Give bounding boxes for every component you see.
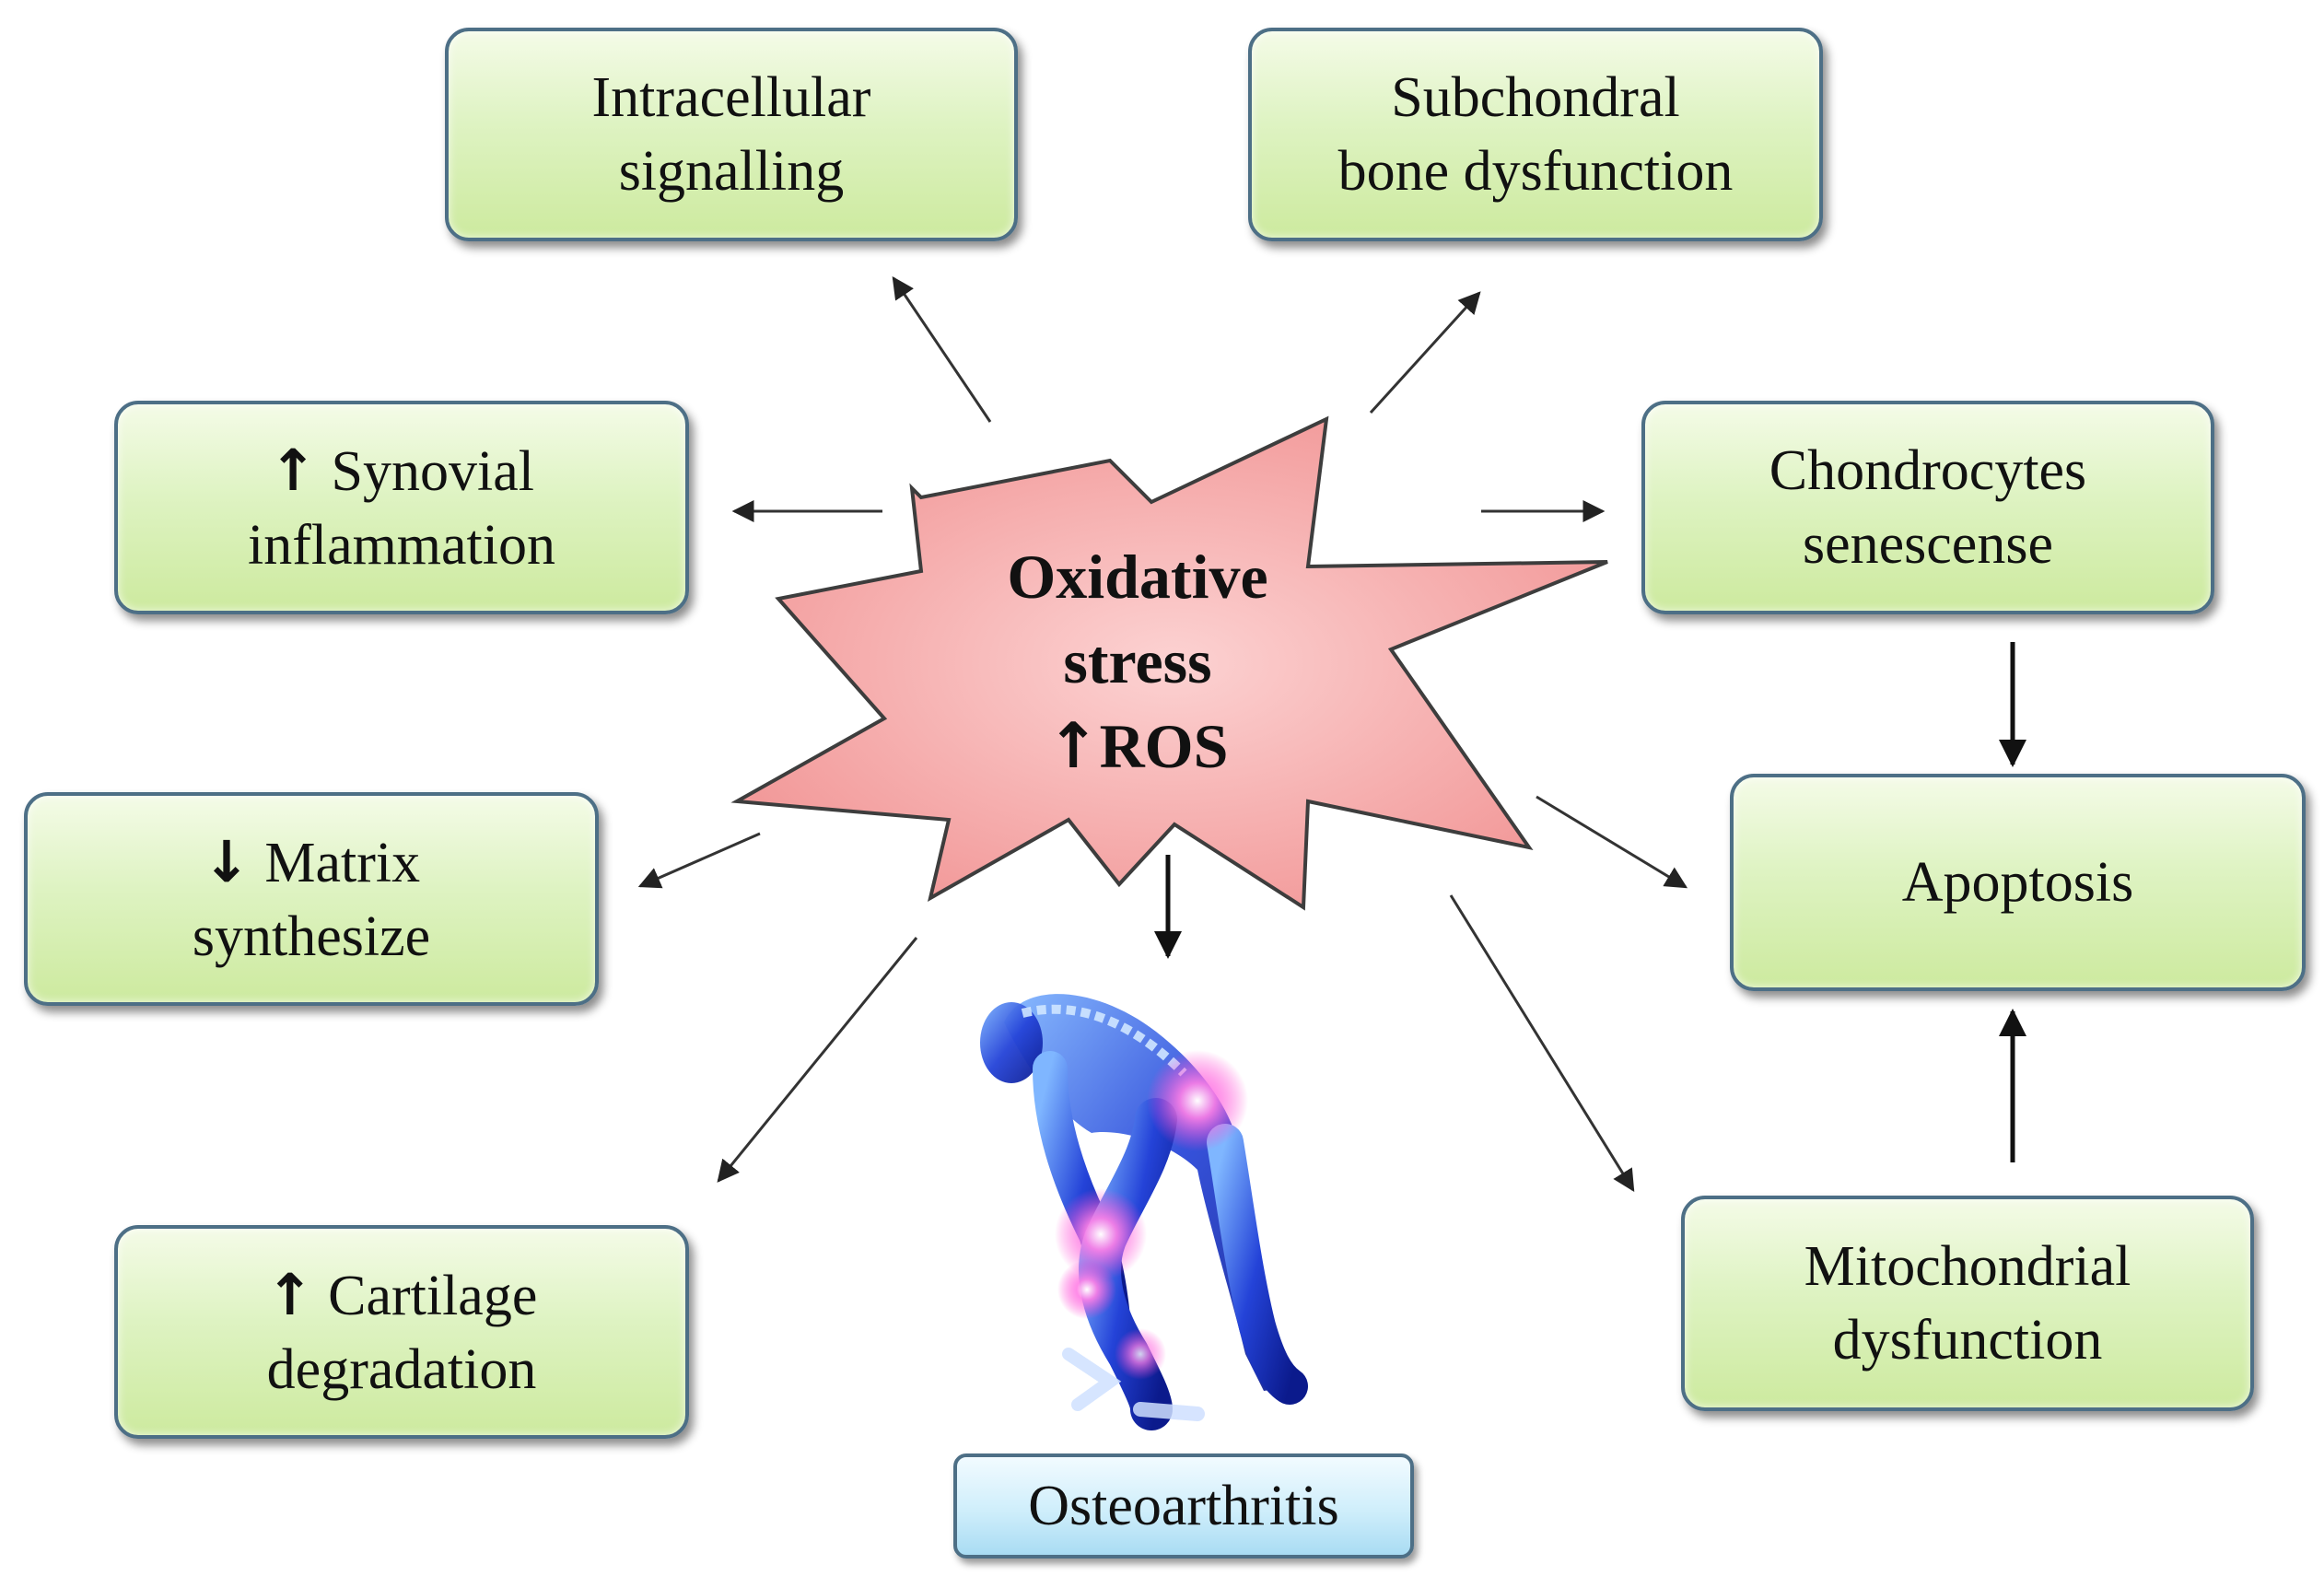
- node-label-line2: dysfunction: [1832, 1309, 2103, 1372]
- node-cartilage-degradation: ↑ Cartilage degradation: [114, 1225, 689, 1439]
- center-line3: ROS: [1099, 711, 1229, 781]
- node-synovial-inflammation: ↑ Synovial inflammation: [114, 401, 689, 614]
- arrow-to-matrix: [637, 832, 761, 889]
- oxidative-stress-label: Oxidative stress ↑ROS: [926, 534, 1349, 789]
- center-line1: Oxidative: [1007, 542, 1268, 612]
- node-label-line2: senescense: [1803, 513, 2053, 576]
- arrow-to-intracellular: [892, 276, 992, 423]
- node-label-line1: Chondrocytes: [1769, 439, 2087, 502]
- osteoarthritis-label: Osteoarthritis: [1028, 1474, 1339, 1537]
- node-label-line1: Apoptosis: [1901, 851, 2134, 914]
- node-label-line2: synthesize: [192, 905, 431, 968]
- up-arrow-icon: ↑: [1046, 710, 1100, 783]
- node-label-line1: Matrix: [264, 831, 421, 894]
- node-label-line2: degradation: [266, 1337, 537, 1401]
- up-arrow-icon: ↑: [269, 436, 317, 504]
- node-label-line2: bone dysfunction: [1337, 140, 1734, 203]
- down-arrow-icon: ↓: [202, 827, 251, 895]
- arrow-to-mitochondrial: [1449, 894, 1635, 1193]
- node-subchondral-bone-dysfunction: Subchondral bone dysfunction: [1248, 28, 1823, 241]
- node-label-line1: Mitochondrial: [1804, 1235, 2131, 1298]
- center-line2: stress: [1063, 626, 1212, 696]
- arrow-to-cartilage: [717, 937, 918, 1183]
- node-label-line1: Intracellular: [591, 66, 871, 129]
- node-apoptosis: Apoptosis: [1730, 774, 2306, 991]
- node-matrix-synthesize: ↓ Matrix synthesize: [24, 792, 599, 1006]
- up-arrow-icon: ↑: [265, 1260, 314, 1328]
- osteoarthritis-box: Osteoarthritis: [953, 1453, 1414, 1558]
- node-intracellular-signalling: Intracellular signalling: [445, 28, 1018, 241]
- node-label-line2: inflammation: [247, 513, 556, 577]
- oxidative-stress-starburst: [730, 415, 1608, 911]
- arrow-to-subchondral: [1369, 291, 1481, 414]
- node-chondrocytes-senescense: Chondrocytes senescense: [1641, 401, 2214, 614]
- node-label-line2: signalling: [618, 140, 845, 203]
- arrow-to-apoptosis: [1536, 795, 1688, 889]
- node-label-line1: Cartilage: [328, 1264, 538, 1327]
- osteoarthritis-figure: [980, 994, 1308, 1430]
- node-mitochondrial-dysfunction: Mitochondrial dysfunction: [1681, 1196, 2254, 1411]
- node-label-line1: Synovial: [331, 439, 534, 503]
- node-label-line1: Subchondral: [1391, 66, 1680, 129]
